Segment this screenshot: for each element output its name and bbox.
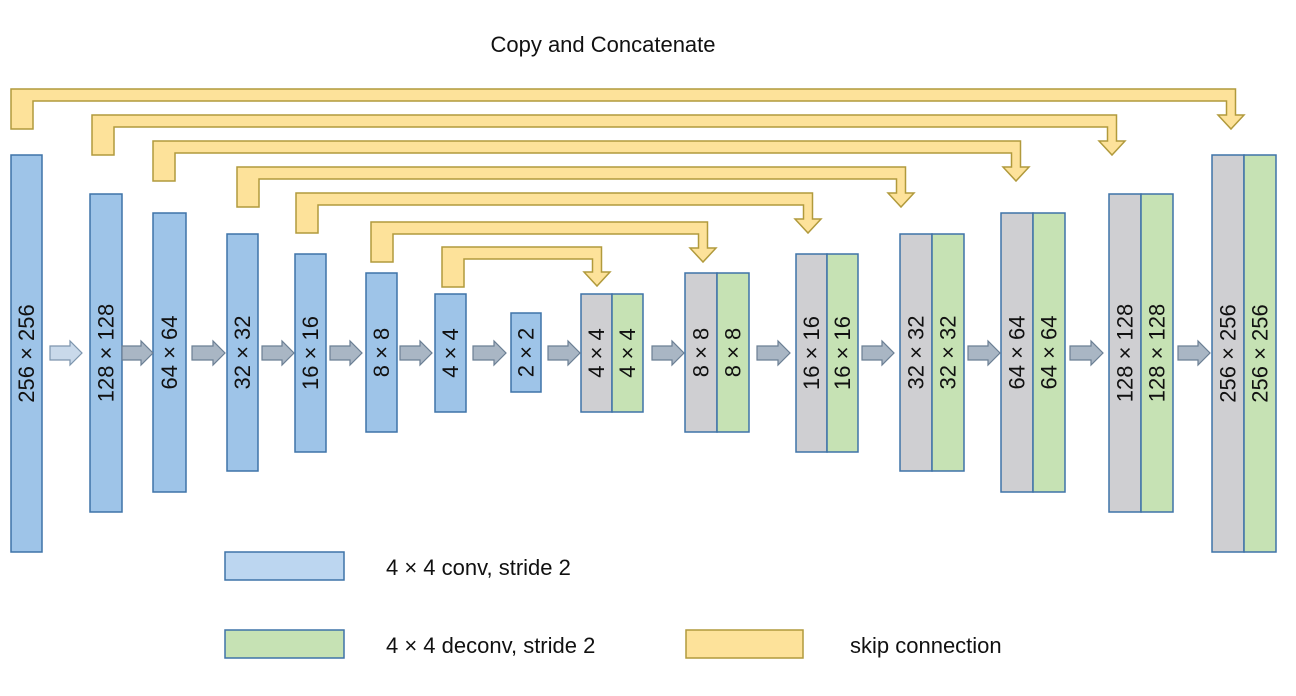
legend-skip-label: skip connection [850, 633, 1002, 658]
decoder-copy-label: 32 × 32 [904, 315, 929, 389]
decoder-deconv-block [1140, 193, 1174, 513]
flow-arrow [121, 339, 154, 367]
flow-arrow [191, 339, 226, 367]
decoder-deconv-label: 32 × 32 [936, 315, 961, 389]
decoder-copy-block [899, 233, 933, 472]
legend-deconv-swatch [224, 629, 345, 659]
encoder-block-label: 8 × 8 [369, 328, 394, 378]
decoder-deconv-block [1032, 212, 1066, 493]
legend-conv-swatch [224, 551, 345, 581]
decoder-copy-label: 128 × 128 [1113, 304, 1138, 402]
encoder-block-label: 16 × 16 [298, 316, 323, 390]
flow-arrow [472, 339, 507, 367]
decoder-deconv-block [826, 253, 859, 453]
decoder-copy-block [1108, 193, 1142, 513]
encoder-block [226, 233, 259, 472]
decoder-deconv-label: 4 × 4 [615, 328, 640, 378]
skip-connection-arrow [236, 166, 916, 209]
flow-arrow [49, 339, 83, 367]
decoder-deconv-block [1243, 154, 1277, 553]
encoder-block [365, 272, 398, 433]
decoder-deconv-block [931, 233, 965, 472]
encoder-block-label: 32 × 32 [230, 315, 255, 389]
decoder-deconv-block [611, 293, 644, 413]
encoder-block [10, 154, 43, 553]
encoder-block-label: 256 × 256 [14, 304, 39, 402]
skip-connection-arrow [370, 221, 718, 264]
encoder-block-label: 4 × 4 [438, 328, 463, 378]
decoder-copy-label: 256 × 256 [1216, 304, 1241, 402]
encoder-block-label: 64 × 64 [157, 315, 182, 389]
decoder-deconv-label: 16 × 16 [830, 316, 855, 390]
skip-connections [10, 88, 1246, 288]
encoder-blocks: 256 × 256 128 × 128 64 × 64 32 × 32 16 × 16 8… [10, 154, 542, 553]
skip-connection-arrow [91, 114, 1127, 157]
encoder-block-label: 2 × 2 [514, 328, 539, 378]
skip-connection-arrow [295, 192, 823, 235]
flow-arrow [1069, 339, 1104, 367]
flow-arrows [49, 339, 1211, 367]
decoder-deconv-label: 256 × 256 [1248, 304, 1273, 402]
decoder-copy-label: 4 × 4 [584, 328, 609, 378]
encoder-block-label: 128 × 128 [94, 304, 119, 402]
encoder-block [294, 253, 327, 453]
decoder-copy-label: 64 × 64 [1005, 315, 1030, 389]
legend: 4 × 4 conv, stride 2 4 × 4 deconv, strid… [224, 551, 1002, 659]
skip-connection-arrow [10, 88, 1246, 131]
flow-arrow [261, 339, 295, 367]
flow-arrow [547, 339, 581, 367]
decoder-deconv-label: 8 × 8 [721, 328, 746, 378]
decoder-copy-block [1211, 154, 1245, 553]
encoder-block [152, 212, 187, 493]
flow-arrow [861, 339, 895, 367]
encoder-block [510, 312, 542, 393]
decoder-copy-block [795, 253, 828, 453]
decoder-copy-block [684, 272, 718, 433]
flow-arrow [329, 339, 363, 367]
encoder-block [89, 193, 123, 513]
decoder-deconv-block [716, 272, 750, 433]
flow-arrow [756, 339, 791, 367]
decoder-copy-label: 16 × 16 [799, 316, 824, 390]
legend-deconv-label: 4 × 4 deconv, stride 2 [386, 633, 595, 658]
diagram-title: Copy and Concatenate [490, 32, 715, 57]
flow-arrow [399, 339, 433, 367]
decoder-copy-label: 8 × 8 [689, 328, 714, 378]
flow-arrow [1177, 339, 1211, 367]
flow-arrow [967, 339, 1001, 367]
decoder-copy-block [580, 293, 613, 413]
legend-conv-label: 4 × 4 conv, stride 2 [386, 555, 571, 580]
legend-skip-swatch [685, 629, 804, 659]
decoder-deconv-label: 128 × 128 [1145, 304, 1170, 402]
skip-connection-arrow [441, 246, 612, 288]
decoder-deconv-label: 64 × 64 [1037, 315, 1062, 389]
flow-arrow [651, 339, 685, 367]
encoder-block [434, 293, 467, 413]
skip-connection-arrow [152, 140, 1031, 183]
